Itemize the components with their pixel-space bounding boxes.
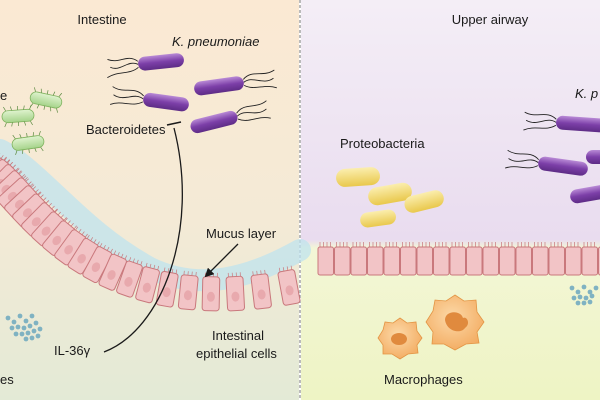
epithelial-cell <box>433 242 450 276</box>
k-pneumoniae-label-airway: K. p <box>575 86 598 101</box>
mucus-pointer-arrow <box>204 243 239 278</box>
bacteroidetes-bacterium <box>11 131 45 155</box>
epithelial-cell <box>177 270 199 311</box>
epithelial-label-line2: epithelial cells <box>196 346 277 361</box>
epithelial-cell <box>135 262 160 304</box>
proteobacteria-label: Proteobacteria <box>340 136 425 151</box>
k-pneumoniae-group-airway <box>505 111 600 204</box>
k-pneumoniae-label: K. pneumoniae <box>172 34 259 49</box>
bacteroidetes-bacterium <box>1 104 35 128</box>
cropped-label-top: e <box>0 88 7 103</box>
epithelial-cell <box>532 242 549 276</box>
epithelial-cell <box>565 242 582 276</box>
k-pneumoniae-bacterium <box>505 149 588 176</box>
epithelial-cell <box>383 242 400 276</box>
epithelial-cell <box>449 242 466 276</box>
mucus-layer-label: Mucus layer <box>206 226 277 241</box>
bacteroidetes-bacterium <box>29 87 63 113</box>
proteobacteria-bacterium <box>336 167 380 187</box>
epithelial-cell <box>12 191 50 228</box>
epithelial-cell <box>515 242 532 276</box>
bacteroidetes-label: Bacteroidetes <box>86 122 166 137</box>
proteobacteria-bacterium <box>404 190 444 213</box>
epithelial-cell <box>548 242 565 276</box>
epithelial-cell <box>201 272 221 312</box>
k-pneumoniae-bacterium <box>586 150 600 164</box>
epithelial-label-line1: Intestinal <box>212 328 264 343</box>
bacteroidetes-group <box>1 87 63 155</box>
macrophage <box>425 294 485 351</box>
epithelial-cell <box>367 242 384 276</box>
dot-cluster-airway <box>569 284 599 306</box>
epithelial-cell <box>250 269 272 310</box>
proteobacteria-group <box>336 167 444 228</box>
epithelial-cell <box>499 242 516 276</box>
k-pneumoniae-group-intestine <box>107 53 277 134</box>
epithelial-cell <box>317 242 334 276</box>
proteobacteria-bacterium <box>360 209 396 228</box>
epithelial-cell <box>225 272 246 312</box>
epithelial-cell <box>400 242 417 276</box>
epithelial-cell <box>31 209 67 247</box>
il36-inhibition-arrow <box>103 127 183 353</box>
proteobacteria-bacterium <box>368 182 412 206</box>
k-pneumoniae-bacterium <box>190 100 271 134</box>
epithelial-cell <box>116 257 143 298</box>
macrophages-label: Macrophages <box>384 372 463 387</box>
k-pneumoniae-bacterium <box>109 86 189 112</box>
intestinal-epithelial-cells <box>0 152 301 312</box>
k-pneumoniae-bacterium <box>523 111 600 133</box>
k-pneumoniae-bacterium <box>107 53 184 78</box>
epithelial-cell <box>350 242 367 276</box>
macrophage <box>377 317 423 360</box>
intestine-title: Intestine <box>77 12 126 27</box>
inhibition-bar <box>166 121 182 126</box>
epithelial-cell <box>482 242 499 276</box>
epithelial-cell <box>581 242 598 276</box>
cropped-label-bottom: es <box>0 372 14 387</box>
epithelial-cell <box>155 267 179 308</box>
airway-epithelial-cells <box>317 242 600 276</box>
epithelial-cell <box>416 242 433 276</box>
epithelial-cell <box>466 242 483 276</box>
epithelial-cell <box>98 250 128 291</box>
k-pneumoniae-bacterium <box>194 69 277 96</box>
epithelial-cell <box>67 235 100 275</box>
epithelial-cell <box>54 226 88 266</box>
upper-airway-title: Upper airway <box>452 12 529 27</box>
epithelial-cell <box>334 242 351 276</box>
epithelial-cell <box>277 265 301 306</box>
il36-label: IL-36γ <box>54 343 91 358</box>
dot-cluster-intestine <box>5 313 43 342</box>
